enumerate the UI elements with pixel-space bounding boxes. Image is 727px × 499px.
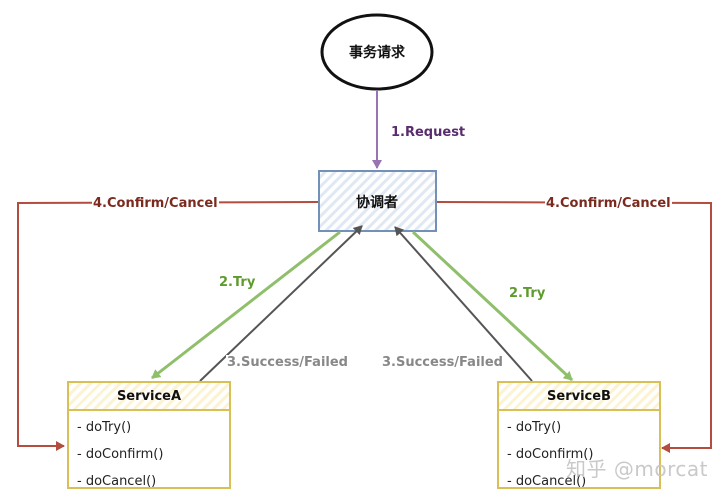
coordinator-node (318, 170, 437, 232)
request-node-label: 事务请求 (349, 45, 405, 61)
service-b-methods: - doTry() - doConfirm() - doCancel() (499, 411, 659, 496)
service-b-method-try: - doTry() (507, 420, 562, 435)
edge-label-try-b: 2.Try (508, 286, 547, 302)
service-a-method-cancel: - doCancel() (77, 474, 157, 489)
service-b-node: ServiceB - doTry() - doConfirm() - doCan… (497, 381, 661, 489)
watermark: 知乎 @morcat (566, 457, 708, 481)
edge-label-confirm-right: 4.Confirm/Cancel (545, 196, 672, 212)
service-b-title: ServiceB (499, 383, 659, 411)
edge-label-result-a: 3.Success/Failed (226, 355, 349, 371)
edge-label-confirm-left: 4.Confirm/Cancel (92, 196, 219, 212)
service-a-method-confirm: - doConfirm() (77, 447, 164, 462)
edge-label-result-b: 3.Success/Failed (381, 355, 504, 371)
service-a-title: ServiceA (69, 383, 229, 411)
edge-try-b (411, 230, 574, 382)
edge-try-a (151, 230, 341, 380)
coordinator-node-label: 协调者 (356, 195, 398, 211)
edge-label-request: 1.Request (390, 125, 467, 141)
service-a-node: ServiceA - doTry() - doConfirm() - doCan… (67, 381, 231, 489)
edge-result-b (394, 226, 533, 382)
service-b-method-cancel: - doCancel() (507, 474, 587, 489)
request-node (320, 13, 434, 91)
service-b-method-confirm: - doConfirm() (507, 447, 594, 462)
service-a-methods: - doTry() - doConfirm() - doCancel() (69, 411, 229, 496)
service-a-method-try: - doTry() (77, 420, 132, 435)
edge-label-try-a: 2.Try (218, 275, 257, 291)
